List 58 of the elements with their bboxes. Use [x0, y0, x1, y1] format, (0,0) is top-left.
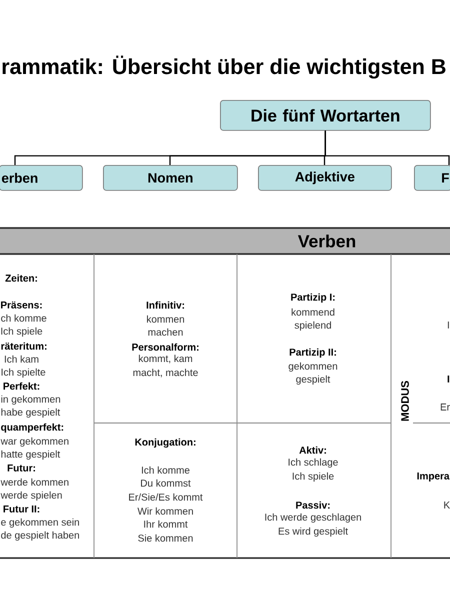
cell-heading: Präsens:: [1, 301, 42, 308]
cell-text: spielend: [294, 321, 331, 331]
cell-text: Sie kommen: [138, 534, 193, 542]
cell-text: Du kommst: [141, 479, 191, 487]
cell-text: de gespielt haben: [1, 531, 79, 541]
cell-heading: räteritum:: [1, 342, 46, 350]
cell-text: gespielt: [296, 375, 330, 385]
vertical-label: MODUS: [401, 380, 409, 421]
title: rammatik: Übersicht über die wichtigsten B: [2, 56, 446, 79]
cell-heading: Partizip II:: [290, 348, 336, 358]
cell-text: I: [448, 322, 449, 328]
cell-heading: I: [448, 376, 450, 382]
cell-heading: Aktiv:: [299, 446, 326, 454]
connector-line: [324, 130, 450, 165]
cell-text: Es wird gespielt: [278, 527, 348, 537]
cell-heading: quamperfekt:: [1, 423, 64, 433]
cell-heading: Passiv:: [296, 501, 330, 509]
cell-text: war gekommen: [0, 437, 68, 447]
category-box: Nomen: [103, 165, 238, 191]
cell-heading: Zeiten:: [5, 274, 37, 282]
cell-heading: Personalform:: [132, 343, 198, 351]
cell-text: Er: [440, 404, 450, 410]
cell-text: K: [444, 502, 450, 508]
category-box: erben: [0, 165, 83, 191]
cell-text: Ich spiele: [292, 472, 334, 482]
cell-text: in gekommen: [1, 395, 60, 405]
category-box: F: [414, 165, 450, 191]
cell-text: Ich spielte: [2, 368, 46, 378]
header-band: Verben: [0, 227, 450, 255]
cell-text: macht, machte: [133, 368, 198, 378]
cell-text: Ich spiele: [1, 327, 42, 337]
cell-text: gekommen: [288, 362, 338, 372]
cell-text: Ich kam: [4, 355, 38, 363]
cell-text: Ich komme: [142, 466, 190, 474]
cell-text: werde spielen: [0, 491, 62, 501]
cell-text: hatte gespielt: [1, 450, 60, 460]
cell-text: kommen: [147, 315, 184, 323]
cell-heading: Futur II:: [4, 506, 40, 512]
cell-text: e gekommen sein: [1, 518, 79, 528]
cell-heading: Impera: [417, 472, 450, 482]
cell-heading: Futur:: [8, 464, 35, 472]
cell-text: Er/Sie/Es kommt: [129, 493, 203, 501]
cell-text: kommt, kam: [138, 354, 192, 364]
category-box: Adjektive: [258, 165, 392, 191]
cell-text: ch komme: [1, 314, 46, 322]
cell-text: Wir kommen: [138, 507, 193, 515]
cell-text: habe gespielt: [1, 408, 60, 418]
cell-heading: Konjugation:: [135, 438, 196, 448]
cell-heading: Perfekt:: [4, 382, 40, 390]
cell-heading: Infinitiv:: [146, 301, 184, 309]
cell-text: Ihr kommt: [144, 520, 188, 528]
cell-text: werde kommen: [0, 478, 68, 486]
topic-box: Die fünf Wortarten: [220, 100, 431, 131]
cell-text: kommend: [292, 308, 334, 316]
cell-text: Ich schlage: [288, 458, 338, 468]
cell-text: Ich werde geschlagen: [265, 513, 361, 523]
cell-text: machen: [148, 328, 183, 336]
cell-heading: Partizip I:: [291, 293, 335, 303]
